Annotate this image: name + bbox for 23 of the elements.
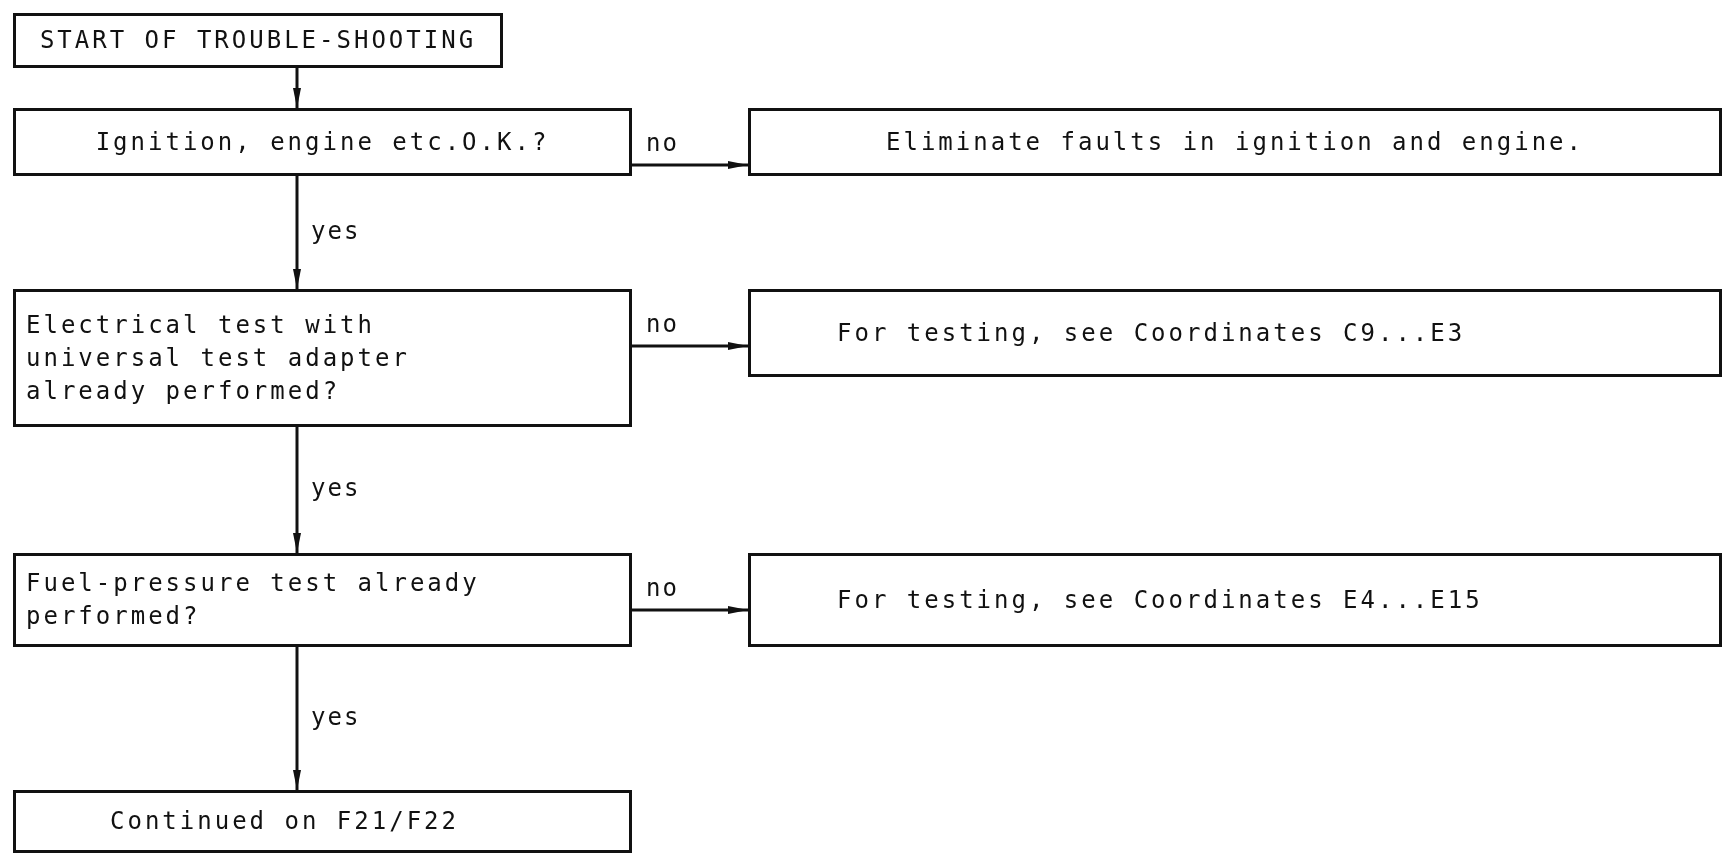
process-box (13, 13, 503, 68)
arrow (293, 647, 301, 790)
box-text: Continued on F21/F22 (110, 806, 459, 837)
process-box (13, 108, 632, 176)
box-text: Electrical test with universal test adapter already performed? (26, 309, 411, 407)
arrow (632, 161, 748, 169)
box-text: For testing, see Coordinates C9...E3 (837, 317, 1466, 349)
arrow (293, 176, 301, 289)
process-box (13, 553, 632, 647)
process-box (748, 289, 1722, 377)
process-box (13, 790, 632, 853)
box-text: For testing, see Coordinates E4...E15 (837, 584, 1483, 616)
box-text: START OF TROUBLE-SHOOTING (39, 25, 477, 56)
arrow (632, 606, 748, 614)
process-box (13, 289, 632, 427)
box-text: Ignition, engine etc.O.K.? (95, 126, 550, 158)
arrow (293, 68, 301, 108)
process-box (748, 553, 1722, 647)
arrow (293, 427, 301, 553)
process-box (748, 108, 1722, 176)
arrow (632, 342, 748, 350)
box-text: Fuel-pressure test already performed? (26, 568, 481, 632)
box-text: Eliminate faults in ignition and engine. (886, 126, 1584, 158)
